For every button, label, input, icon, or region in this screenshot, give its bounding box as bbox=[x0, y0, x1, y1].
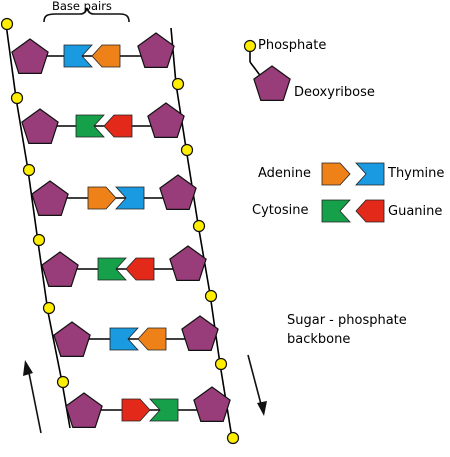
base-guanine-right bbox=[103, 114, 133, 138]
base-thymine-left bbox=[63, 44, 93, 68]
phosphate-dot bbox=[10, 91, 24, 105]
base-pairs-brace bbox=[43, 7, 130, 23]
legend-cytosine-shape bbox=[321, 199, 351, 223]
legend-adenine-shape bbox=[321, 162, 351, 186]
legend-phosphate-label: Phosphate bbox=[258, 38, 327, 53]
legend-cytosine-label: Cytosine bbox=[252, 203, 309, 218]
base-adenine-right bbox=[137, 327, 167, 351]
sugar-left bbox=[41, 251, 79, 287]
base-thymine-left bbox=[109, 327, 139, 351]
phosphate-dot bbox=[22, 163, 36, 177]
sugar-right bbox=[169, 245, 207, 281]
base-guanine-right bbox=[125, 257, 155, 281]
direction-arrows bbox=[23, 354, 267, 434]
sugar-left bbox=[53, 321, 91, 357]
sugar-left bbox=[65, 392, 103, 428]
phosphate-dot bbox=[0, 17, 14, 31]
sugar-right bbox=[159, 174, 197, 210]
right-arrow-shaft bbox=[247, 354, 263, 409]
sugar-right bbox=[193, 386, 231, 422]
legend-sugar bbox=[253, 65, 291, 102]
phosphate-dot bbox=[204, 289, 218, 303]
sugar-left bbox=[21, 108, 59, 144]
phosphate-dot bbox=[192, 219, 206, 233]
base-cytosine-left bbox=[75, 114, 105, 138]
base-pairs-label: Base pairs bbox=[52, 0, 112, 13]
legend-thymine-shape bbox=[355, 162, 385, 186]
base-thymine-right bbox=[115, 186, 145, 210]
left-arrow-shaft bbox=[27, 367, 42, 434]
base-pairs bbox=[63, 44, 179, 422]
sugar-right bbox=[147, 102, 185, 138]
legend-thymine-label: Thymine bbox=[388, 166, 445, 181]
base-adenine-right bbox=[91, 44, 121, 68]
phosphate-dot bbox=[56, 375, 70, 389]
sugar-left bbox=[31, 180, 69, 216]
sugars bbox=[11, 32, 231, 428]
phosphates bbox=[0, 17, 240, 445]
phosphate-dot bbox=[180, 143, 194, 157]
legend-deoxyribose-label: Deoxyribose bbox=[294, 85, 375, 100]
legend-phosphate-dot bbox=[243, 39, 257, 53]
sugar-right bbox=[137, 32, 175, 69]
left-backbone-line bbox=[5, 23, 71, 429]
phosphate-dot bbox=[214, 357, 228, 371]
brace-shape bbox=[43, 7, 130, 23]
backbone-label-line1: Sugar - phosphate bbox=[287, 313, 407, 328]
sugar-left bbox=[11, 38, 49, 75]
base-guanine-left bbox=[121, 398, 151, 422]
legend-guanine-label: Guanine bbox=[388, 204, 443, 219]
phosphate-dot bbox=[171, 77, 185, 91]
backbone-label-line2: backbone bbox=[287, 332, 351, 347]
phosphate-dot bbox=[32, 233, 46, 247]
base-cytosine-left bbox=[97, 257, 127, 281]
base-adenine-left bbox=[87, 186, 117, 210]
phosphate-dot bbox=[42, 301, 56, 315]
legend-adenine-label: Adenine bbox=[258, 166, 312, 181]
legend bbox=[243, 39, 385, 223]
phosphate-dot bbox=[226, 431, 240, 445]
legend-guanine-shape bbox=[355, 199, 385, 223]
left-arrow-head bbox=[23, 360, 33, 376]
sugar-right bbox=[181, 315, 219, 351]
base-cytosine-right bbox=[149, 398, 179, 422]
right-arrow-head bbox=[257, 401, 267, 416]
